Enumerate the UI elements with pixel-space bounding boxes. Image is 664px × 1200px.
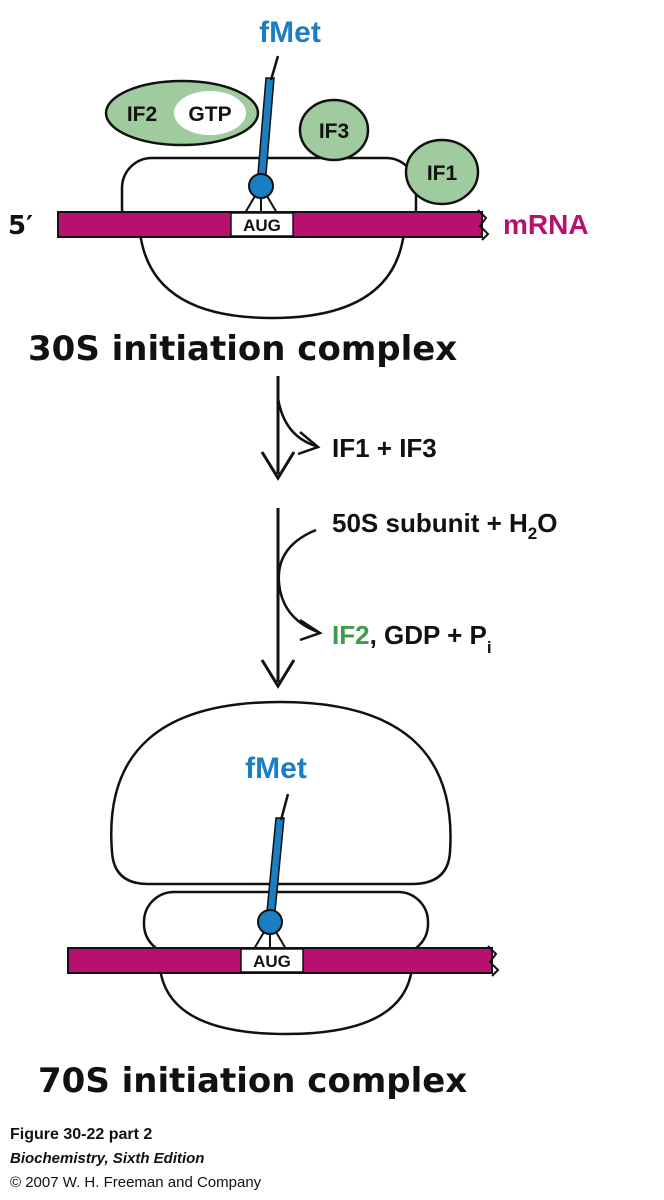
trna-base-left-bottom <box>253 931 265 950</box>
30s-subunit-upper-bottom <box>142 890 430 956</box>
trna-arm-top <box>269 55 280 81</box>
trna-anticodon-bottom <box>257 909 283 935</box>
step1-arrowhead <box>260 451 296 481</box>
step2-arrowhead <box>260 659 296 689</box>
aug-codon-bottom <box>240 948 304 973</box>
input-50s-h2o-label: 50S subunit + H2O <box>332 508 557 543</box>
fmet-label-top: fMet <box>259 16 321 49</box>
aug-label-bottom: AUG <box>253 952 291 971</box>
release-if2-name: IF2 <box>332 620 370 650</box>
step-release-if1-if3: IF1 + IF3 <box>260 376 437 481</box>
step2-branch-arrow <box>277 528 319 634</box>
trna-base-right-bottom <box>275 931 287 950</box>
input-50s-sub: 2 <box>528 524 537 543</box>
if2-label: IF2 <box>127 103 157 126</box>
step-50s-joining: 50S subunit + H2O IF2, GDP + Pi <box>260 508 557 689</box>
step1-branch-head <box>297 431 321 456</box>
release-if2-label: IF2, GDP + Pi <box>332 620 492 657</box>
50s-subunit <box>110 700 452 886</box>
trna-base-left-top <box>244 195 256 214</box>
initiation-30s-complex: IF2 GTP IF3 IF1 5′ mRNA AUG fMet 30S ini… <box>8 16 589 369</box>
step1-branch-arrow <box>276 397 317 448</box>
complex-30s-label: 30S initiation complex <box>28 329 457 369</box>
figure-number: Figure 30-22 part 2 <box>10 1126 153 1143</box>
mrna-label: mRNA <box>503 209 589 240</box>
trna-arm-bottom <box>279 793 290 821</box>
copyright-notice: © 2007 W. H. Freeman and Company <box>10 1174 262 1191</box>
30s-subunit-lower <box>138 231 406 320</box>
release-pi-sub: i <box>487 638 492 657</box>
release-gdp-pi: , GDP + P <box>370 620 487 650</box>
mrna-end-break-bottom <box>487 945 500 977</box>
if3-label: IF3 <box>319 120 349 143</box>
if3-factor <box>298 98 370 162</box>
input-50s-end: O <box>537 508 557 538</box>
30s-subunit-lower-bottom <box>158 967 414 1036</box>
mrna-end-break-top <box>477 209 490 241</box>
trna-base-right-top <box>266 195 278 214</box>
if1-label: IF1 <box>427 162 458 185</box>
five-prime-label: 5′ <box>8 211 33 241</box>
trna-anticodon-top <box>248 173 274 199</box>
book-title: Biochemistry, Sixth Edition <box>10 1150 205 1167</box>
input-50s-main: 50S subunit + H <box>332 508 528 538</box>
if1-factor <box>404 138 480 206</box>
release-if1-if3-label: IF1 + IF3 <box>332 433 437 463</box>
aug-label-top: AUG <box>243 216 281 235</box>
fmet-label-bottom: fMet <box>245 752 307 785</box>
gtp-badge <box>174 91 246 135</box>
complex-70s-label: 70S initiation complex <box>38 1061 467 1101</box>
initiation-70s-complex: AUG fMet 70S initiation complex <box>38 700 500 1101</box>
gtp-label: GTP <box>188 103 231 126</box>
step2-branch-head <box>299 618 323 642</box>
